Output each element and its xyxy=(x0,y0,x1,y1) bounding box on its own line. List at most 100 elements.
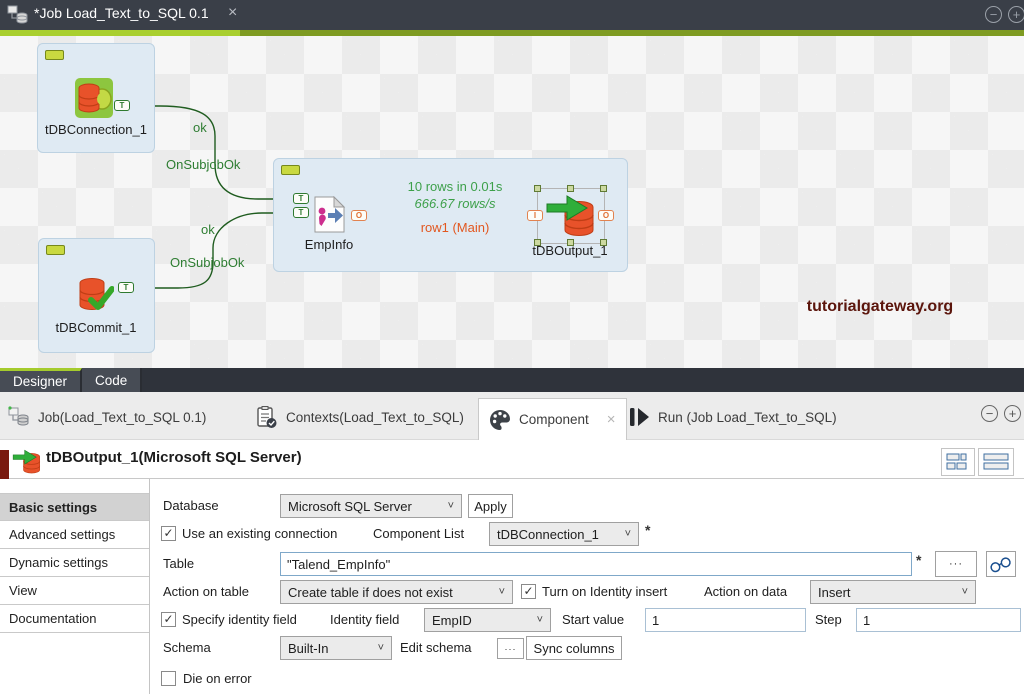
output-connector[interactable]: O xyxy=(351,210,367,221)
sidebar-item-documentation[interactable]: Documentation xyxy=(0,605,149,633)
link-ok-label: ok xyxy=(201,222,215,237)
close-icon[interactable]: × xyxy=(606,411,616,428)
selection-handle[interactable] xyxy=(567,239,574,246)
active-tab-underline xyxy=(0,30,1024,36)
maximize-view-button[interactable]: + xyxy=(1008,6,1024,23)
watermark-text: tutorialgateway.org xyxy=(806,298,954,315)
tab-code[interactable]: Code xyxy=(82,368,143,392)
tab-run-label: Run (Job Load_Text_to_SQL) xyxy=(658,409,837,425)
link-name-label[interactable]: OnSubjobOk xyxy=(166,157,241,172)
job-design-canvas[interactable]: T tDBConnection_1 T tDBCommit_1 xyxy=(0,36,1024,368)
identity-field-label: Identity field xyxy=(330,612,400,627)
grid-layout-icon xyxy=(946,453,967,470)
tab-contexts-label: Contexts(Load_Text_to_SQL) xyxy=(286,409,464,425)
tab-component[interactable]: Component × xyxy=(478,398,627,440)
component-list-select[interactable]: tDBConnection_1 ˅ xyxy=(489,522,639,546)
sync-columns-button[interactable]: Sync columns xyxy=(526,636,622,660)
component-tdbconnection[interactable] xyxy=(75,78,113,123)
sidebar-item-basic-settings[interactable]: Basic settings xyxy=(0,493,149,521)
subjob-collapse-marker[interactable] xyxy=(45,50,64,60)
component-settings-body: Basic settings Advanced settings Dynamic… xyxy=(0,479,1024,694)
close-tab-icon[interactable]: × xyxy=(228,4,238,21)
component-tdboutput[interactable] xyxy=(545,192,597,244)
selection-handle[interactable] xyxy=(534,185,541,192)
job-icon xyxy=(8,406,29,426)
sidebar-item-dynamic-settings[interactable]: Dynamic settings xyxy=(0,549,149,577)
row-layout-icon xyxy=(983,453,1009,470)
component-label[interactable]: tDBCommit_1 xyxy=(55,320,137,335)
schema-value: Built-In xyxy=(288,640,329,656)
tab-job[interactable]: Job(Load_Text_to_SQL 0.1) xyxy=(8,402,206,432)
minimize-view-button[interactable]: − xyxy=(985,6,1002,23)
component-empinfo[interactable] xyxy=(313,195,346,238)
row-rate-stat: 666.67 rows/s xyxy=(414,196,496,211)
row-layout-button[interactable] xyxy=(978,448,1014,476)
table-input[interactable] xyxy=(280,552,912,576)
selection-handle[interactable] xyxy=(534,239,541,246)
glasses-icon xyxy=(990,556,1011,572)
tab-run[interactable]: Run (Job Load_Text_to_SQL) xyxy=(628,402,837,432)
view-switch-bar: Designer Code xyxy=(0,368,1024,392)
chevron-down-icon: ˅ xyxy=(961,586,968,598)
trigger-connector[interactable]: T xyxy=(293,193,309,204)
trigger-connector[interactable]: T xyxy=(118,282,134,293)
specify-identity-label: Specify identity field xyxy=(182,612,297,627)
tab-contexts[interactable]: Contexts(Load_Text_to_SQL) xyxy=(256,402,464,432)
die-on-error-checkbox[interactable] xyxy=(161,671,176,686)
edit-schema-button[interactable]: ··· xyxy=(497,638,524,659)
die-on-error-label: Die on error xyxy=(183,671,252,686)
sidebar-item-advanced-settings[interactable]: Advanced settings xyxy=(0,521,149,549)
component-label[interactable]: tDBConnection_1 xyxy=(45,122,147,137)
start-value-input[interactable] xyxy=(645,608,806,632)
maximize-panel-button[interactable]: + xyxy=(1004,405,1021,422)
component-tdbcommit[interactable] xyxy=(78,276,115,319)
run-icon xyxy=(630,408,649,426)
table-label: Table xyxy=(163,556,195,571)
bottom-panel-tab-bar: Job(Load_Text_to_SQL 0.1) Contexts(Load_… xyxy=(0,392,1024,440)
trigger-connector[interactable]: T xyxy=(114,100,130,111)
preview-glasses-button[interactable] xyxy=(986,551,1016,577)
grid-layout-button[interactable] xyxy=(941,448,975,476)
editor-tab-bar: *Job Load_Text_to_SQL 0.1 × − + xyxy=(0,0,1024,30)
action-on-table-select[interactable]: Create table if does not exist ˅ xyxy=(280,580,513,604)
specify-identity-checkbox[interactable]: ✓ xyxy=(161,612,176,627)
subjob-collapse-marker[interactable] xyxy=(46,245,65,255)
database-label: Database xyxy=(163,498,219,513)
tab-designer[interactable]: Designer xyxy=(0,368,83,392)
table-browse-button[interactable]: ··· xyxy=(935,551,977,577)
job-icon xyxy=(7,5,28,24)
tdboutput-icon xyxy=(12,449,41,474)
use-existing-connection-checkbox[interactable]: ✓ xyxy=(161,526,176,541)
action-on-data-select[interactable]: Insert ˅ xyxy=(810,580,976,604)
identity-insert-checkbox[interactable]: ✓ xyxy=(521,584,536,599)
use-existing-connection-label: Use an existing connection xyxy=(182,526,338,541)
subjob-collapse-marker[interactable] xyxy=(281,165,300,175)
output-connector[interactable]: O xyxy=(598,210,614,221)
step-label: Step xyxy=(815,612,842,627)
start-value-label: Start value xyxy=(562,612,625,627)
action-on-table-label: Action on table xyxy=(163,584,250,599)
link-ok-label: ok xyxy=(193,120,207,135)
required-asterisk: * xyxy=(916,552,922,568)
selection-handle[interactable] xyxy=(567,185,574,192)
link-name-label[interactable]: OnSubjobOk xyxy=(170,255,245,270)
database-select[interactable]: Microsoft SQL Server ˅ xyxy=(280,494,462,518)
row-link-label[interactable]: row1 (Main) xyxy=(420,220,490,235)
minimize-panel-button[interactable]: − xyxy=(981,405,998,422)
component-label[interactable]: EmpInfo xyxy=(304,237,354,252)
component-label[interactable]: tDBOutput_1 xyxy=(532,243,608,258)
selection-handle[interactable] xyxy=(600,239,607,246)
apply-button[interactable]: Apply xyxy=(468,494,513,518)
input-connector[interactable]: I xyxy=(527,210,543,221)
schema-select[interactable]: Built-In ˅ xyxy=(280,636,392,660)
step-input[interactable] xyxy=(856,608,1021,632)
required-asterisk: * xyxy=(645,522,651,538)
job-tab-title[interactable]: *Job Load_Text_to_SQL 0.1 xyxy=(34,5,209,21)
identity-field-select[interactable]: EmpID ˅ xyxy=(424,608,551,632)
sidebar-item-view[interactable]: View xyxy=(0,577,149,605)
settings-sidebar: Basic settings Advanced settings Dynamic… xyxy=(0,479,150,694)
trigger-connector[interactable]: T xyxy=(293,207,309,218)
chevron-down-icon: ˅ xyxy=(447,500,454,512)
selection-handle[interactable] xyxy=(600,185,607,192)
